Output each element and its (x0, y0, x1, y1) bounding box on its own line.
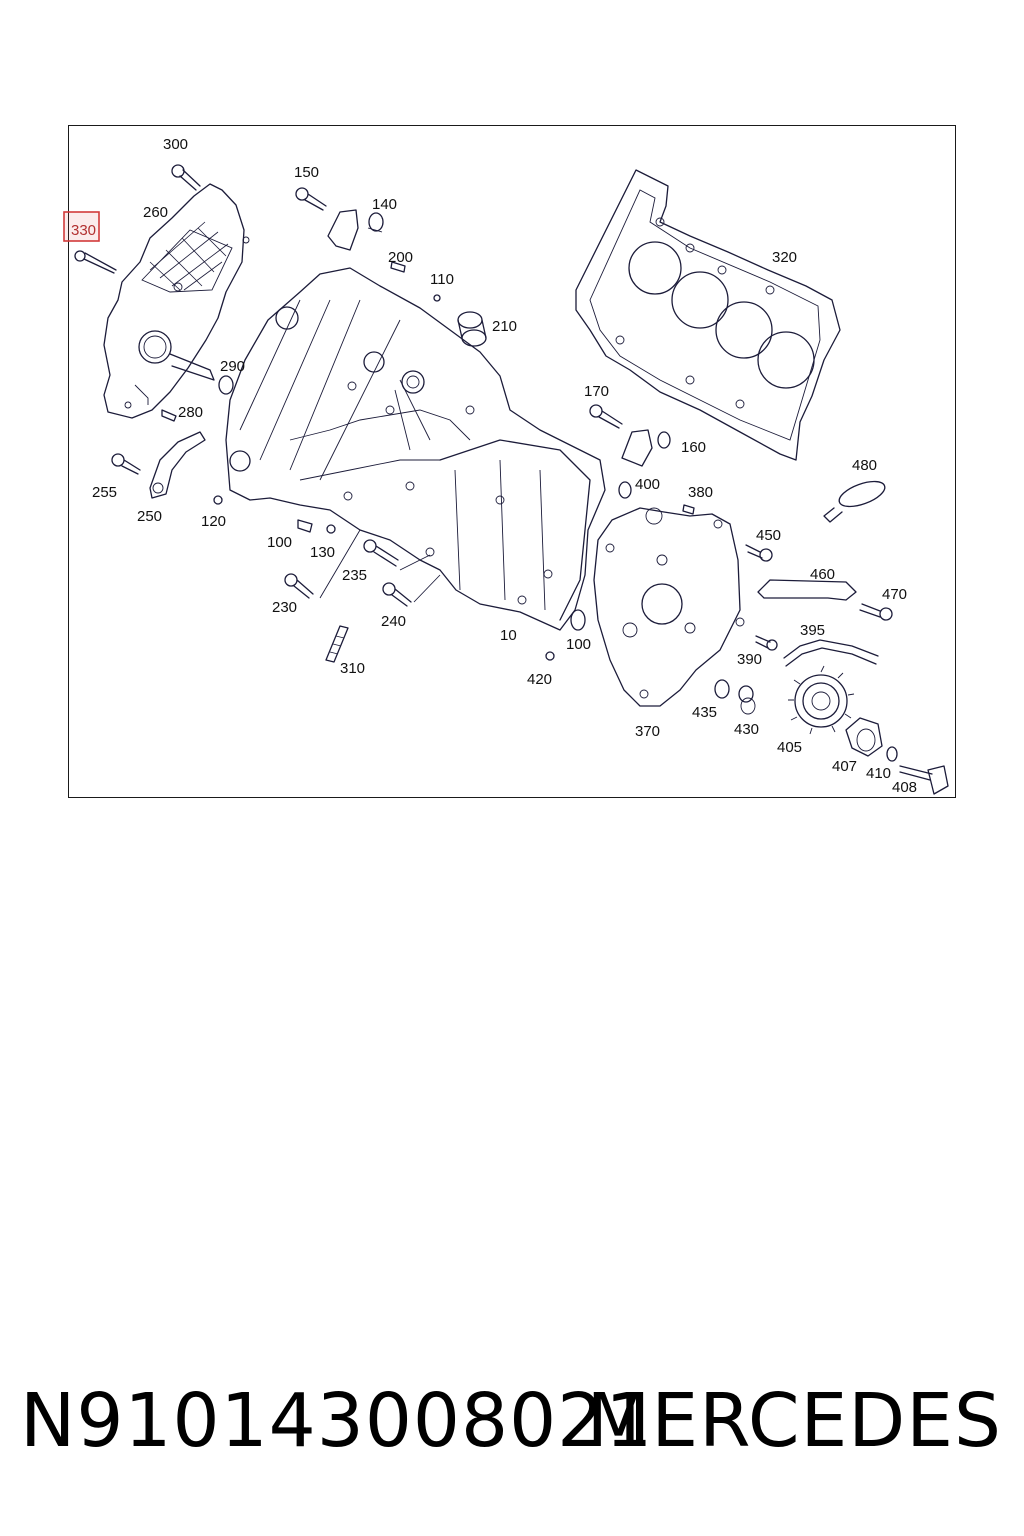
bolt-330 (74, 250, 117, 274)
bushing-160 (657, 431, 671, 449)
bolt-170 (589, 404, 623, 429)
bearing-cap-160 (621, 429, 653, 467)
seal-400 (618, 481, 632, 499)
dowel-130 (326, 524, 336, 534)
callout-395: 395 (800, 622, 825, 639)
callout-280: 280 (178, 404, 203, 421)
bolt-230 (284, 573, 314, 599)
callout-370: 370 (635, 723, 660, 740)
callout-435: 435 (692, 704, 717, 721)
callout-170: 170 (584, 383, 609, 400)
pin-380 (682, 504, 695, 515)
callout-310: 310 (340, 660, 365, 677)
hub-407 (845, 717, 883, 757)
callout-300: 300 (163, 136, 188, 153)
callout-240: 240 (381, 613, 406, 630)
bolt-450 (745, 544, 773, 562)
callout-450: 450 (756, 527, 781, 544)
bolt-408 (899, 765, 949, 795)
callout-130: 130 (310, 544, 335, 561)
part-number: N910143008021 (20, 1378, 654, 1464)
callout-420: 420 (527, 671, 552, 688)
bolt-300 (171, 164, 201, 191)
head-gasket-320 (575, 169, 841, 461)
timing-cover-260 (103, 183, 250, 419)
callout-200: 200 (388, 249, 413, 266)
brand-name: MERCEDES (586, 1378, 1002, 1464)
clip-480 (823, 480, 886, 523)
callout-140: 140 (372, 196, 397, 213)
callout-407: 407 (832, 758, 857, 775)
bolt-470 (859, 603, 893, 621)
diagram-frame (68, 125, 956, 798)
callout-460: 460 (810, 566, 835, 583)
callout-410: 410 (866, 765, 891, 782)
cylinder-block-10 (225, 267, 606, 631)
dowel-420 (545, 651, 555, 661)
pipe-395 (783, 639, 879, 667)
callout-250: 250 (137, 508, 162, 525)
bushing-140 (367, 212, 384, 233)
bearing-cap-140 (327, 209, 359, 251)
callout-470: 470 (882, 586, 907, 603)
washer-410 (886, 746, 898, 762)
dowel-120 (213, 495, 223, 505)
callout-400: 400 (635, 476, 660, 493)
callout-210: 210 (492, 318, 517, 335)
gear-405 (788, 665, 855, 735)
callout-330: 330 (71, 222, 96, 239)
plug-430 (738, 685, 756, 715)
callout-100b: 100 (566, 636, 591, 653)
bolt-240 (382, 582, 412, 607)
pin-280 (161, 409, 177, 422)
pin-200 (390, 261, 406, 273)
callout-480: 480 (852, 457, 877, 474)
callout-320: 320 (772, 249, 797, 266)
callout-235: 235 (342, 567, 367, 584)
bolt-390 (755, 635, 778, 651)
footer: N910143008021 MERCEDES (0, 1378, 1024, 1468)
callout-405: 405 (777, 739, 802, 756)
bolt-235 (363, 539, 399, 567)
callout-430: 430 (734, 721, 759, 738)
leader-lines (319, 529, 441, 603)
callout-110: 110 (430, 271, 454, 288)
callout-290: 290 (220, 358, 245, 375)
callout-255: 255 (92, 484, 117, 501)
bracket-250 (149, 431, 206, 499)
bracket-460 (757, 579, 857, 601)
washer-435 (714, 679, 730, 699)
dowel-110 (433, 294, 441, 302)
stud-310 (325, 625, 349, 663)
callout-120: 120 (201, 513, 226, 530)
callout-330-highlight[interactable] (63, 211, 100, 242)
callout-160: 160 (681, 439, 706, 456)
callout-260: 260 (143, 204, 168, 221)
bolt-150 (295, 187, 327, 211)
cover-370 (593, 507, 745, 707)
callout-150: 150 (294, 164, 319, 181)
callout-230: 230 (272, 599, 297, 616)
callout-380: 380 (688, 484, 713, 501)
sleeve-210 (457, 311, 487, 347)
callout-10: 10 (500, 627, 517, 644)
callout-408: 408 (892, 779, 917, 796)
plug-100a (297, 519, 313, 533)
seal-290 (218, 375, 234, 395)
bolt-255 (111, 453, 141, 475)
callout-390: 390 (737, 651, 762, 668)
callout-100a: 100 (267, 534, 292, 551)
seal-100b (570, 609, 586, 631)
